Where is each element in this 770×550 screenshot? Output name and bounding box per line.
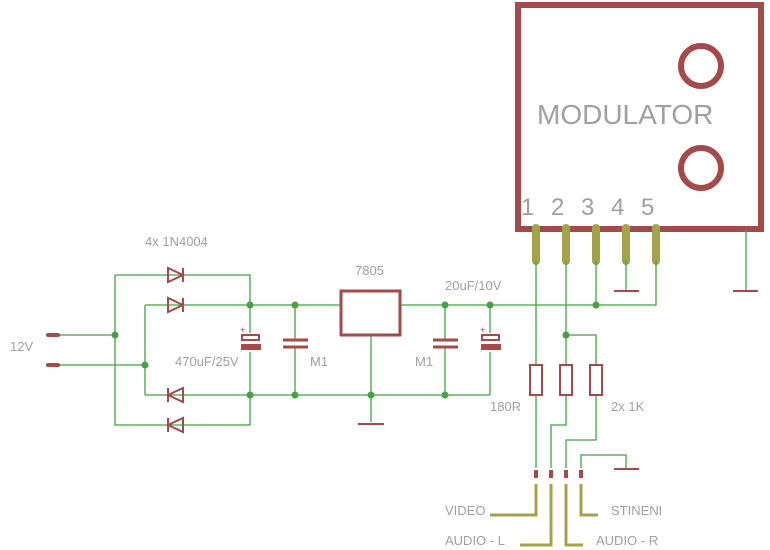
modulator-pins: [532, 224, 660, 265]
svg-text:+: +: [240, 325, 245, 335]
res-audio-label: 2x 1K: [611, 399, 645, 414]
resistor-1k-left: [559, 364, 573, 396]
pin-2-label: 2: [551, 194, 564, 221]
resistor-1k-right: [589, 364, 603, 396]
resistor-180r: [529, 364, 543, 396]
cap-m1-right-label: M1: [415, 354, 433, 369]
input-terminals: [46, 333, 60, 367]
regulator-7805: [339, 289, 402, 337]
diode-bridge: [165, 266, 186, 434]
junction-dots: [111, 301, 600, 399]
shield-label: STINENI: [611, 503, 662, 518]
modulator-box: [515, 2, 764, 232]
ground-symbols: [358, 290, 758, 470]
diode-2: [167, 296, 186, 314]
diode-1: [167, 266, 186, 284]
pin-5-label: 5: [641, 194, 654, 221]
pin-1-label: 1: [521, 194, 534, 221]
wires: [48, 229, 747, 468]
audio-r-label: AUDIO - R: [596, 533, 658, 548]
pin-3-label: 3: [581, 194, 594, 221]
capacitor-m1-right: [433, 338, 458, 349]
modulator-connector-top: [678, 43, 724, 89]
capacitor-20uf: +: [480, 325, 501, 350]
res-video-label: 180R: [490, 399, 521, 414]
video-label: VIDEO: [445, 503, 485, 518]
diode-4: [165, 416, 184, 434]
capacitor-470uf: +: [240, 325, 261, 350]
modulator-label: MODULATOR: [537, 99, 713, 130]
diode-3: [165, 386, 184, 404]
cap-m1-left-label: M1: [310, 354, 328, 369]
regulator-label: 7805: [355, 263, 384, 278]
modulator: MODULATOR 1 2 3 4 5: [515, 2, 764, 265]
diodes-label: 4x 1N4004: [145, 234, 208, 249]
input-label: 12V: [10, 339, 33, 354]
modulator-connector-bottom: [678, 145, 724, 191]
capacitor-m1-left: [283, 338, 308, 349]
cap-output-label: 20uF/10V: [445, 278, 502, 293]
svg-text:+: +: [480, 325, 485, 335]
output-connector: [490, 470, 598, 547]
audio-l-label: AUDIO - L: [445, 533, 505, 548]
cap-input-label: 470uF/25V: [175, 354, 239, 369]
pin-4-label: 4: [611, 194, 624, 221]
